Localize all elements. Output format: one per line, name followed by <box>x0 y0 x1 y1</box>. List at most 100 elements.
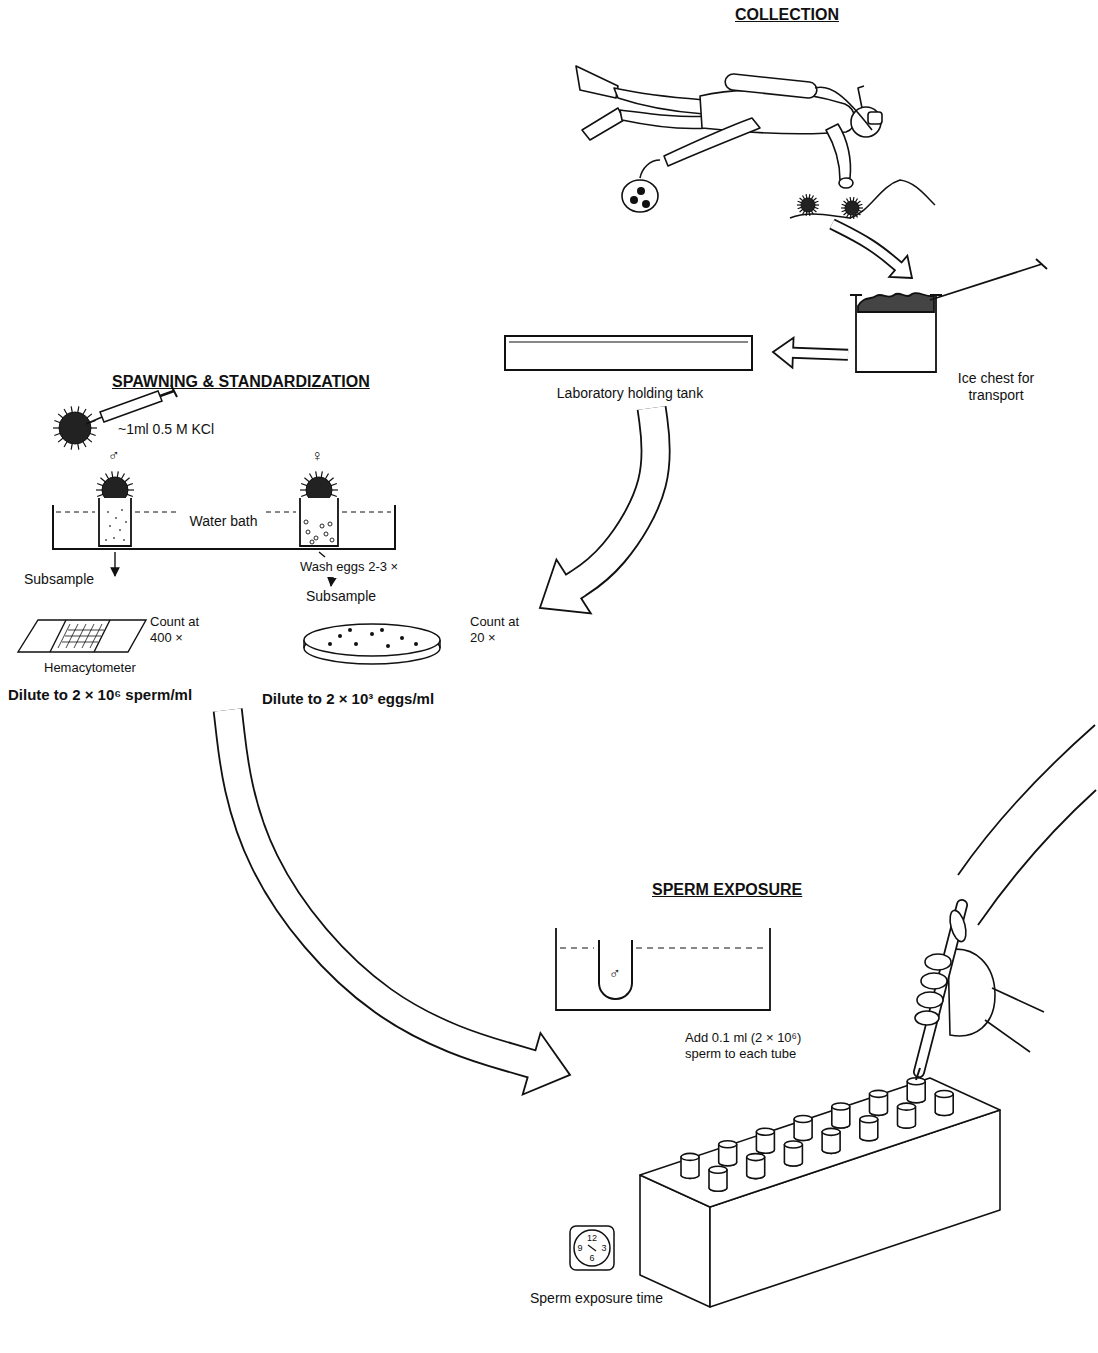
egg <box>320 524 324 528</box>
egg <box>370 632 374 636</box>
test-tube <box>756 1128 774 1135</box>
sea-urchin <box>797 194 819 216</box>
seafloor-rock <box>790 180 935 218</box>
subsample-arrow <box>319 552 325 557</box>
diver <box>582 108 624 140</box>
test-tube <box>756 1128 774 1153</box>
sperm-stipple <box>121 509 123 511</box>
ice-chest-drawing <box>1036 259 1047 269</box>
counting-grid <box>62 642 98 643</box>
test-tube <box>832 1103 850 1110</box>
test-tube <box>719 1141 737 1148</box>
arrow-fill <box>571 408 656 588</box>
node-text: Laboratory holding tank <box>490 385 770 402</box>
clock <box>570 1226 614 1270</box>
sperm-stipple <box>105 539 107 541</box>
injection-note: ~1ml 0.5 M KCl <box>118 421 214 438</box>
water-line <box>560 948 766 949</box>
sex-symbol: ♂ <box>108 446 120 465</box>
test-tube <box>747 1154 765 1179</box>
step-note: Subsample <box>24 571 94 588</box>
clock <box>570 1226 614 1270</box>
diver <box>724 73 817 99</box>
sea-urchin <box>801 198 815 212</box>
collecting-bag-urchins <box>637 187 645 195</box>
test-tube <box>907 1078 925 1103</box>
clock-numeral: 6 <box>586 1253 598 1264</box>
diver <box>815 87 872 130</box>
step-note: Wash eggs 2-3 × <box>300 559 398 575</box>
egg <box>354 642 358 646</box>
egg <box>348 628 352 632</box>
sperm-stipple <box>115 517 117 519</box>
test-tube <box>832 1103 850 1128</box>
diver <box>868 112 882 124</box>
egg <box>314 536 318 540</box>
incoming-arrow-arc <box>958 725 1096 925</box>
holding-tank-drawing <box>509 342 748 343</box>
arrow-fill <box>228 710 535 1065</box>
test-tube <box>681 1153 699 1160</box>
diver <box>858 86 864 108</box>
syringe <box>160 391 174 396</box>
test-tube <box>794 1116 812 1123</box>
node-text: Dilute to 2 × 10⁶ sperm/ml <box>8 686 240 704</box>
hemacytometer-slide <box>18 620 146 652</box>
sea-urchin <box>841 197 863 219</box>
syringe <box>86 385 177 424</box>
subsample-arrow <box>114 552 115 576</box>
test-tube <box>935 1091 953 1098</box>
sea-urchin <box>845 201 859 215</box>
test-tube <box>709 1166 727 1173</box>
hemacytometer: Count at 400 ×HemacytometerDilute to 2 ×… <box>4 608 243 710</box>
timer-note: Sperm exposure time <box>530 1290 663 1307</box>
clock <box>574 1230 610 1266</box>
test-tube <box>719 1141 737 1166</box>
egg <box>400 636 404 640</box>
egg <box>386 644 390 648</box>
sperm-stipple <box>109 525 111 527</box>
egg <box>306 530 310 534</box>
spawning-beaker <box>99 498 131 546</box>
test-tube <box>709 1166 727 1191</box>
test-tube <box>870 1090 888 1097</box>
node-text: Add 0.1 ml (2 × 10⁶) sperm to each tube <box>685 1030 830 1061</box>
holding-tank: Laboratory holding tank <box>490 328 773 408</box>
ice-chest-drawing <box>858 293 934 312</box>
hand <box>948 949 1044 1052</box>
clock-numeral: 9 <box>574 1243 586 1254</box>
step-note: Subsample <box>306 588 376 605</box>
section-heading: COLLECTION <box>735 5 839 24</box>
sperm-stipple <box>119 529 121 531</box>
transport-arrow <box>832 224 912 278</box>
counting-grid <box>65 636 101 637</box>
diver <box>576 66 618 98</box>
ice-chest-drawing <box>930 264 1042 300</box>
flow-arrow <box>228 710 570 1095</box>
petri-dish <box>304 624 440 656</box>
tube-rack: Add 0.1 ml (2 × 10⁶) sperm to each tube <box>570 1020 1005 1320</box>
test-tube <box>822 1128 840 1153</box>
syringe <box>100 391 162 422</box>
diver <box>826 124 851 180</box>
diver <box>622 180 658 212</box>
egg <box>338 634 342 638</box>
diver <box>640 160 660 178</box>
test-tube <box>935 1091 953 1116</box>
incoming-arrow-arc <box>978 790 1096 925</box>
diver <box>576 66 882 212</box>
hand <box>917 992 943 1008</box>
sperm-stipple <box>113 537 115 539</box>
hand <box>925 954 951 970</box>
node-text: Count at 20 × <box>470 614 532 645</box>
hand <box>915 1011 939 1025</box>
petri-dish: Count at 20 ×Dilute to 2 × 10³ eggs/ml <box>258 608 556 712</box>
clock-numeral: 3 <box>598 1243 610 1254</box>
egg <box>328 642 332 646</box>
sea-urchin <box>59 412 91 444</box>
collecting-bag-urchins <box>642 200 650 208</box>
subsample-arrow <box>331 577 332 586</box>
test-tube <box>898 1103 916 1128</box>
test-tube <box>860 1116 878 1123</box>
